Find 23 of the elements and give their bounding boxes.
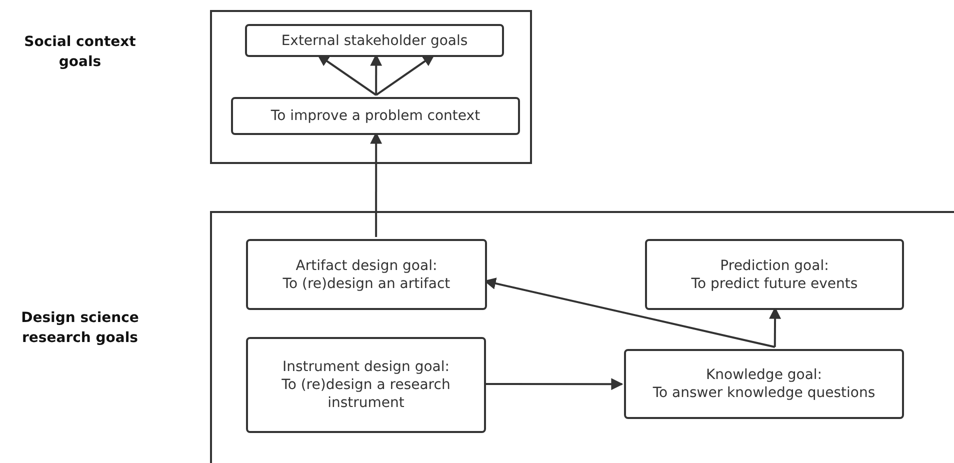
goal-box bbox=[231, 97, 520, 135]
goal-text: To (re)design an artifact bbox=[282, 274, 450, 292]
goal-box bbox=[624, 349, 904, 419]
arrow bbox=[317, 54, 377, 96]
section-heading: Design science research goals bbox=[20, 309, 140, 348]
goal-text: To (re)design a research instrument bbox=[280, 376, 452, 412]
goal-text: To predict future events bbox=[691, 274, 858, 292]
arrow bbox=[376, 54, 435, 96]
group-frame bbox=[210, 10, 532, 164]
goal-box bbox=[246, 239, 487, 310]
goal-box bbox=[245, 24, 504, 57]
goal-text: To improve a problem context bbox=[270, 107, 480, 125]
goal-box bbox=[645, 239, 904, 310]
goal-text: Prediction goal: bbox=[720, 256, 829, 274]
section-heading: Social context goals bbox=[23, 33, 137, 72]
goal-box bbox=[246, 337, 486, 433]
group-frame bbox=[210, 211, 954, 463]
goal-text: Artifact design goal: bbox=[296, 256, 438, 274]
goal-text: To answer knowledge questions bbox=[652, 384, 876, 402]
goal-text: Instrument design goal: bbox=[282, 358, 450, 376]
goal-text: External stakeholder goals bbox=[281, 32, 468, 50]
arrow bbox=[484, 378, 624, 390]
goal-text: Knowledge goal: bbox=[706, 366, 822, 384]
